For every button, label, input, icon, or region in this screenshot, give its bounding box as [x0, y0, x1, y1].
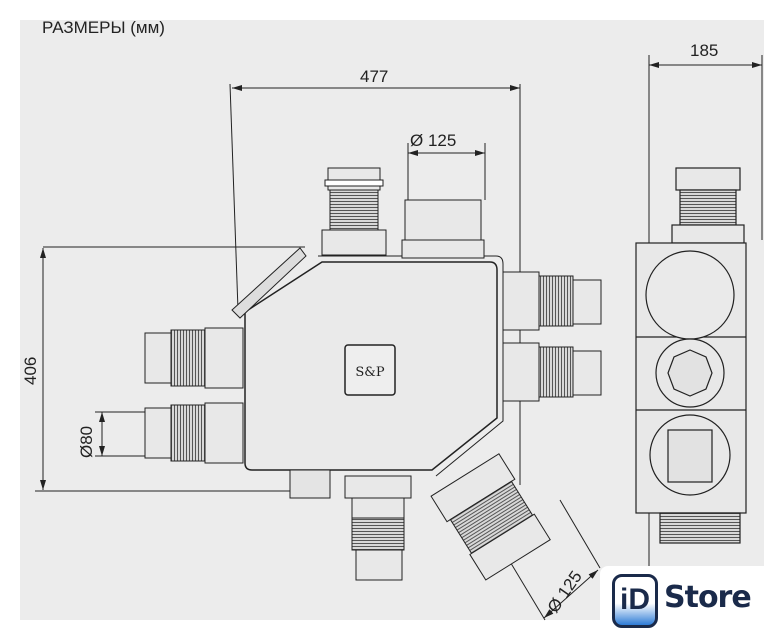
label-top-duct: Ø 125	[410, 131, 456, 150]
brand-plate	[344, 344, 396, 396]
duct-bottom	[344, 475, 412, 581]
duct-top-right	[401, 199, 485, 259]
duct-left-upper	[144, 327, 244, 389]
duct-left-lower	[144, 402, 244, 464]
label-depth: 185	[690, 41, 718, 60]
duct-diagonal	[430, 453, 551, 581]
label-side-duct: Ø80	[77, 426, 96, 458]
label-diagonal-duct: Ø 125	[544, 567, 586, 616]
duct-right-lower	[502, 342, 602, 402]
watermark-logo: iD Store	[600, 566, 768, 640]
dimension-top-duct	[407, 143, 486, 200]
dimension-height	[35, 246, 305, 492]
label-height: 406	[21, 357, 40, 385]
label-width: 477	[360, 67, 388, 86]
unit-body: S&P	[231, 247, 504, 499]
watermark-badge: iD	[612, 574, 658, 628]
dimension-side-duct	[95, 411, 150, 457]
drawing-title: РАЗМЕРЫ (мм)	[42, 18, 165, 37]
brand-logo-text: S&P	[355, 365, 384, 380]
side-view	[635, 167, 747, 544]
duct-top-left	[321, 167, 387, 256]
watermark-word: Store	[664, 580, 752, 615]
duct-right-upper	[502, 271, 602, 331]
